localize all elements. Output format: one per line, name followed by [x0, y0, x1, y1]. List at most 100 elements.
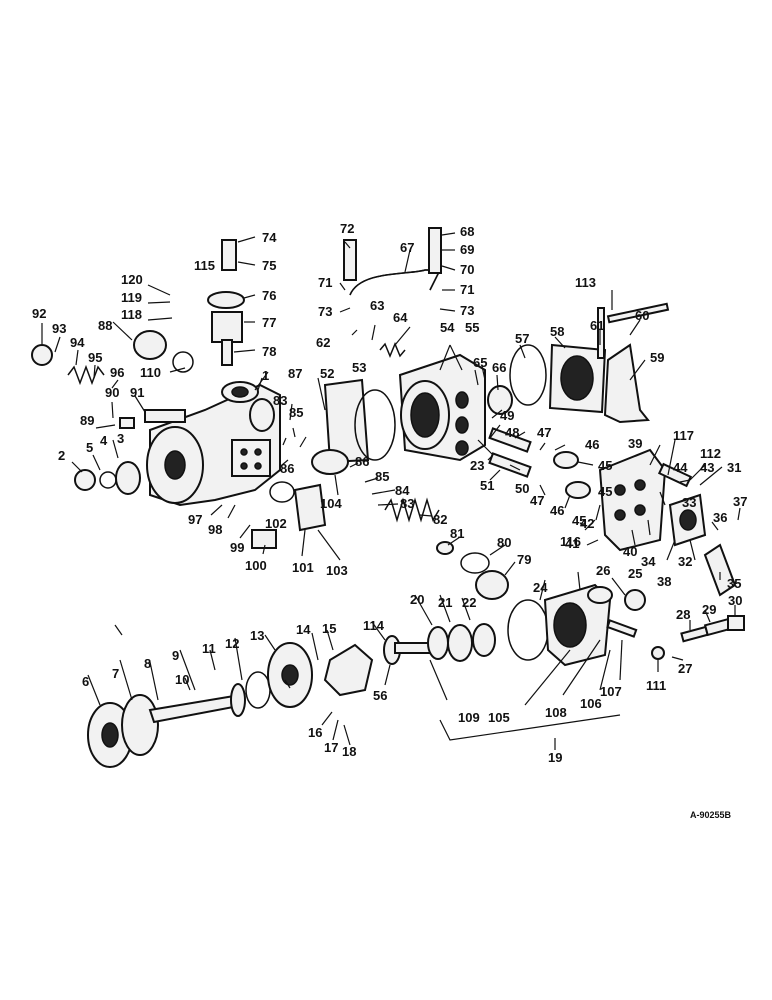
callout: 1 [262, 368, 269, 383]
callout: 46 [550, 503, 564, 518]
spring-94 [67, 364, 105, 386]
callout: 65 [473, 355, 487, 370]
callout: 45 [598, 458, 612, 473]
callout: 114 [363, 618, 385, 633]
callout: 74 [262, 230, 277, 245]
callout: 108 [545, 705, 567, 720]
callout: 12 [225, 636, 239, 651]
callout: 44 [673, 460, 688, 475]
callout: 29 [702, 602, 716, 617]
callout: 30 [728, 593, 742, 608]
plug-79 [475, 570, 509, 600]
rotor-15 [323, 643, 374, 697]
spring-64 [379, 342, 406, 358]
plug-100 [251, 529, 277, 549]
callout: 61 [590, 318, 604, 333]
callout: 85 [375, 469, 389, 484]
o-ring-53 [354, 389, 396, 461]
callout: 46 [585, 437, 599, 452]
callout: 88 [98, 318, 112, 333]
callout: 41 [565, 536, 579, 551]
bolt-113 [597, 307, 605, 359]
callout: 113 [575, 275, 596, 290]
callout: 71 [460, 282, 474, 297]
callout: 60 [635, 308, 649, 323]
callout: 8 [144, 656, 151, 671]
callout: 103 [326, 563, 348, 578]
sleeve-77 [211, 311, 243, 343]
callout: 97 [188, 512, 202, 527]
callout: 73 [460, 303, 474, 318]
callout: 45 [572, 513, 586, 528]
callout: 33 [682, 495, 696, 510]
callout: 42 [580, 516, 594, 531]
callout: 57 [515, 331, 529, 346]
callout: 92 [32, 306, 46, 321]
callout: 55 [465, 320, 479, 335]
drawing-reference: A-90255B [690, 810, 732, 820]
callout: 78 [262, 344, 276, 359]
callout: 27 [678, 661, 692, 676]
callout: 6 [82, 674, 89, 689]
callout: 79 [517, 552, 531, 567]
callout: 11 [202, 641, 216, 656]
callout: 110 [140, 365, 161, 380]
callout: 118 [121, 307, 142, 322]
callout: 84 [395, 483, 410, 498]
callout: 50 [515, 481, 529, 496]
valve-104 [311, 449, 349, 475]
callout: 93 [52, 321, 66, 336]
callout: 82 [433, 512, 447, 527]
callout: 83 [400, 496, 414, 511]
callout: 23 [470, 458, 484, 473]
pump-housing [146, 381, 281, 507]
callout: 66 [492, 360, 506, 375]
gear-3 [115, 461, 141, 495]
nut-2 [74, 469, 96, 491]
callout: 117 [673, 428, 694, 443]
callout: 109 [458, 710, 480, 725]
callout: 39 [628, 436, 642, 451]
gasket-101 [293, 483, 327, 532]
pin-91 [144, 409, 186, 423]
callout: 51 [480, 478, 494, 493]
callout: 75 [262, 258, 276, 273]
callout: 52 [320, 366, 334, 381]
callout: 31 [727, 460, 741, 475]
callout: 32 [678, 554, 692, 569]
parts-artwork [31, 227, 745, 768]
callout: 49 [500, 408, 514, 423]
callout: 76 [262, 288, 276, 303]
callout: 100 [245, 558, 267, 573]
callout: 20 [410, 592, 424, 607]
spring-82 [384, 497, 440, 523]
callout: 25 [628, 566, 642, 581]
callout: 45 [598, 484, 612, 499]
callout: 89 [80, 413, 94, 428]
callout: 64 [393, 310, 408, 325]
callout: 69 [460, 242, 474, 257]
callout: 71 [318, 275, 332, 290]
callout: 38 [657, 574, 671, 589]
callout: 34 [641, 554, 656, 569]
callout: 35 [727, 576, 741, 591]
callout: 96 [110, 365, 124, 380]
callout: 86 [355, 454, 369, 469]
callout: 37 [733, 494, 747, 509]
callout: 99 [230, 540, 244, 555]
callout: 53 [352, 360, 366, 375]
callout: 7 [112, 666, 119, 681]
callout-labels: 74 115 75 76 77 78 1 120 119 118 88 110 … [32, 221, 747, 820]
o-ring-57 [509, 344, 547, 406]
callout: 98 [208, 522, 222, 537]
pin-78 [221, 339, 233, 366]
callout: 15 [322, 621, 336, 636]
callout: 81 [450, 526, 464, 541]
callout: 56 [373, 688, 387, 703]
callout: 120 [121, 272, 143, 287]
callout: 63 [370, 298, 384, 313]
bolt-74 [221, 239, 237, 271]
callout: 70 [460, 262, 474, 277]
callout: 73 [318, 304, 332, 319]
callout: 94 [70, 335, 85, 350]
